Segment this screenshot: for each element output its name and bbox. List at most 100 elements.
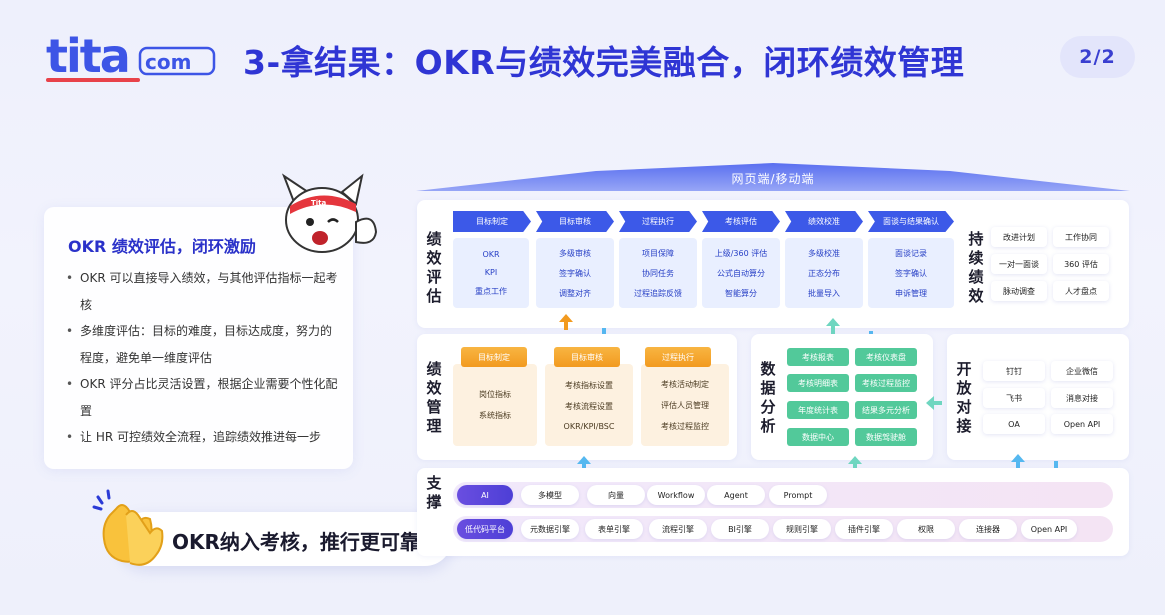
analysis-title: 数据分析 bbox=[760, 360, 776, 435]
step-calibration[interactable]: 绩效校准 bbox=[785, 211, 863, 232]
management-detail-box: 考核指标设置 考核流程设置 OKR/KPI/BSC bbox=[545, 364, 633, 446]
integration-tag[interactable]: 飞书 bbox=[983, 388, 1045, 408]
management-item: OKR/KPI/BSC bbox=[563, 421, 615, 431]
analysis-chip[interactable]: 考核过程监控 bbox=[855, 374, 917, 392]
callout-text: OKR纳入考核，推行更可靠 bbox=[172, 530, 420, 554]
analysis-chip[interactable]: 年度统计表 bbox=[787, 401, 849, 419]
support-chip[interactable]: 权限 bbox=[897, 519, 955, 539]
management-detail-box: 岗位指标 系统指标 bbox=[453, 364, 537, 446]
management-item: 系统指标 bbox=[479, 411, 511, 420]
card-title: OKR 绩效评估，闭环激励 bbox=[68, 237, 256, 256]
support-title: 支撑 bbox=[426, 474, 442, 511]
analysis-chip[interactable]: 考核仪表盘 bbox=[855, 348, 917, 366]
continuous-tag[interactable]: 一对一面谈 bbox=[991, 254, 1047, 274]
management-title: 绩效管理 bbox=[426, 360, 442, 435]
open-panel: 开放对接 钉钉 企业微信 飞书 消息对接 OA Open API bbox=[947, 334, 1129, 460]
step-detail-box: 项目保障 协同任务 过程追踪反馈 bbox=[619, 238, 697, 308]
support-chip[interactable]: AI bbox=[457, 485, 513, 505]
continuous-title: 持续绩效 bbox=[968, 230, 984, 305]
management-item: 考核活动制定 bbox=[661, 379, 709, 389]
step-detail-item: 批量导入 bbox=[808, 288, 840, 298]
step-detail-box: 上级/360 评估 公式自动算分 智能算分 bbox=[702, 238, 780, 308]
feature-item: OKR 评分占比灵活设置，根据企业需要个性化配置 bbox=[66, 371, 338, 424]
analysis-chip[interactable]: 数据中心 bbox=[787, 428, 849, 446]
step-detail-item: 签字确认 bbox=[559, 268, 591, 278]
feature-list: OKR 可以直接导入绩效，与其他评估指标一起考核 多维度评估：目标的难度，目标达… bbox=[66, 265, 338, 451]
step-goal-setting[interactable]: 目标制定 bbox=[453, 211, 531, 232]
step-goal-review[interactable]: 目标审核 bbox=[536, 211, 614, 232]
evaluation-title: 绩效评估 bbox=[426, 230, 442, 305]
step-detail-item: 智能算分 bbox=[725, 288, 757, 298]
step-detail-item: 重点工作 bbox=[475, 286, 507, 296]
svg-text:com: com bbox=[145, 50, 191, 74]
support-chip[interactable]: 表单引擎 bbox=[585, 519, 643, 539]
support-chip[interactable]: Open API bbox=[1021, 519, 1077, 539]
open-title: 开放对接 bbox=[956, 360, 972, 435]
integration-tag[interactable]: 消息对接 bbox=[1051, 388, 1113, 408]
mascot-label: Tita bbox=[311, 199, 327, 207]
support-chip[interactable]: 多模型 bbox=[521, 485, 579, 505]
mascot-illustration: Tita bbox=[278, 172, 380, 260]
step-detail-item: KPI bbox=[484, 267, 498, 277]
support-chip[interactable]: Prompt bbox=[769, 485, 827, 505]
support-chip[interactable]: Workflow bbox=[647, 485, 705, 505]
step-detail-item: 上级/360 评估 bbox=[714, 248, 768, 258]
page-indicator[interactable]: 2/2 bbox=[1060, 36, 1135, 78]
step-detail-box: OKR KPI 重点工作 bbox=[453, 238, 529, 308]
step-detail-box: 多级审核 签字确认 调整对齐 bbox=[536, 238, 614, 308]
support-chip[interactable]: 连接器 bbox=[959, 519, 1017, 539]
management-item: 考核流程设置 bbox=[565, 401, 613, 411]
step-detail-item: 协同任务 bbox=[642, 268, 674, 278]
management-tab[interactable]: 目标制定 bbox=[461, 347, 527, 367]
support-panel: 支撑 AI 多模型 向量 Workflow Agent Prompt 低代码平台… bbox=[417, 468, 1129, 556]
support-chip[interactable]: 规则引擎 bbox=[773, 519, 831, 539]
step-detail-item: 签字确认 bbox=[895, 268, 927, 278]
support-chip[interactable]: 元数据引擎 bbox=[521, 519, 579, 539]
integration-tag[interactable]: 企业微信 bbox=[1051, 361, 1113, 381]
feature-item: 多维度评估：目标的难度，目标达成度，努力的程度，避免单一维度评估 bbox=[66, 318, 338, 371]
step-execution[interactable]: 过程执行 bbox=[619, 211, 697, 232]
step-assessment[interactable]: 考核评估 bbox=[702, 211, 780, 232]
continuous-tag[interactable]: 改进计划 bbox=[991, 227, 1047, 247]
integration-tag[interactable]: 钉钉 bbox=[983, 361, 1045, 381]
analysis-chip[interactable]: 考核明细表 bbox=[787, 374, 849, 392]
management-item: 岗位指标 bbox=[479, 390, 511, 399]
analysis-chip[interactable]: 数据驾驶舱 bbox=[855, 428, 917, 446]
step-detail-item: 申诉管理 bbox=[895, 288, 927, 298]
step-detail-item: 调整对齐 bbox=[559, 288, 591, 298]
feature-item: OKR 可以直接导入绩效，与其他评估指标一起考核 bbox=[66, 265, 338, 318]
callout-pill bbox=[118, 512, 452, 566]
support-chip[interactable]: 流程引擎 bbox=[649, 519, 707, 539]
arrow-up-icon bbox=[826, 318, 840, 334]
management-tab[interactable]: 过程执行 bbox=[645, 347, 711, 367]
step-interview-confirm[interactable]: 面谈与结果确认 bbox=[868, 211, 954, 232]
arrow-up-icon bbox=[559, 314, 573, 330]
continuous-tag[interactable]: 工作协同 bbox=[1053, 227, 1109, 247]
arrow-up-icon bbox=[577, 456, 591, 472]
step-detail-item: 多级校准 bbox=[808, 248, 840, 258]
page-title: 3-拿结果：OKR与绩效完美融合，闭环绩效管理 bbox=[243, 43, 965, 82]
continuous-tag[interactable]: 360 评估 bbox=[1053, 254, 1109, 274]
continuous-tag[interactable]: 脉动调查 bbox=[991, 281, 1047, 301]
integration-tag[interactable]: Open API bbox=[1051, 414, 1113, 434]
management-tab[interactable]: 目标审核 bbox=[554, 347, 620, 367]
support-chip[interactable]: 向量 bbox=[587, 485, 645, 505]
continuous-tag[interactable]: 人才盘点 bbox=[1053, 281, 1109, 301]
support-chip[interactable]: Agent bbox=[707, 485, 765, 505]
support-chip[interactable]: 低代码平台 bbox=[457, 519, 513, 539]
step-detail-item: 多级审核 bbox=[559, 248, 591, 258]
management-item: 考核指标设置 bbox=[565, 380, 613, 390]
analysis-chip[interactable]: 考核报表 bbox=[787, 348, 849, 366]
step-detail-box: 面谈记录 签字确认 申诉管理 bbox=[868, 238, 954, 308]
arrow-up-icon bbox=[848, 456, 862, 472]
analysis-chip[interactable]: 结果多元分析 bbox=[855, 401, 917, 419]
step-detail-box: 多级校准 正态分布 批量导入 bbox=[785, 238, 863, 308]
integration-tag[interactable]: OA bbox=[983, 414, 1045, 434]
management-panel: 绩效管理 岗位指标 系统指标 考核指标设置 考核流程设置 OKR/KPI/BSC… bbox=[417, 334, 737, 460]
evaluation-panel: 绩效评估 目标制定 目标审核 过程执行 考核评估 绩效校准 面谈与结果确认 OK… bbox=[417, 200, 1129, 328]
management-item: 评估人员管理 bbox=[661, 400, 709, 410]
platform-label: 网页端/移动端 bbox=[731, 172, 815, 186]
support-chip[interactable]: BI引擎 bbox=[711, 519, 769, 539]
support-chip[interactable]: 插件引擎 bbox=[835, 519, 893, 539]
tita-logo: tita com bbox=[44, 28, 219, 86]
